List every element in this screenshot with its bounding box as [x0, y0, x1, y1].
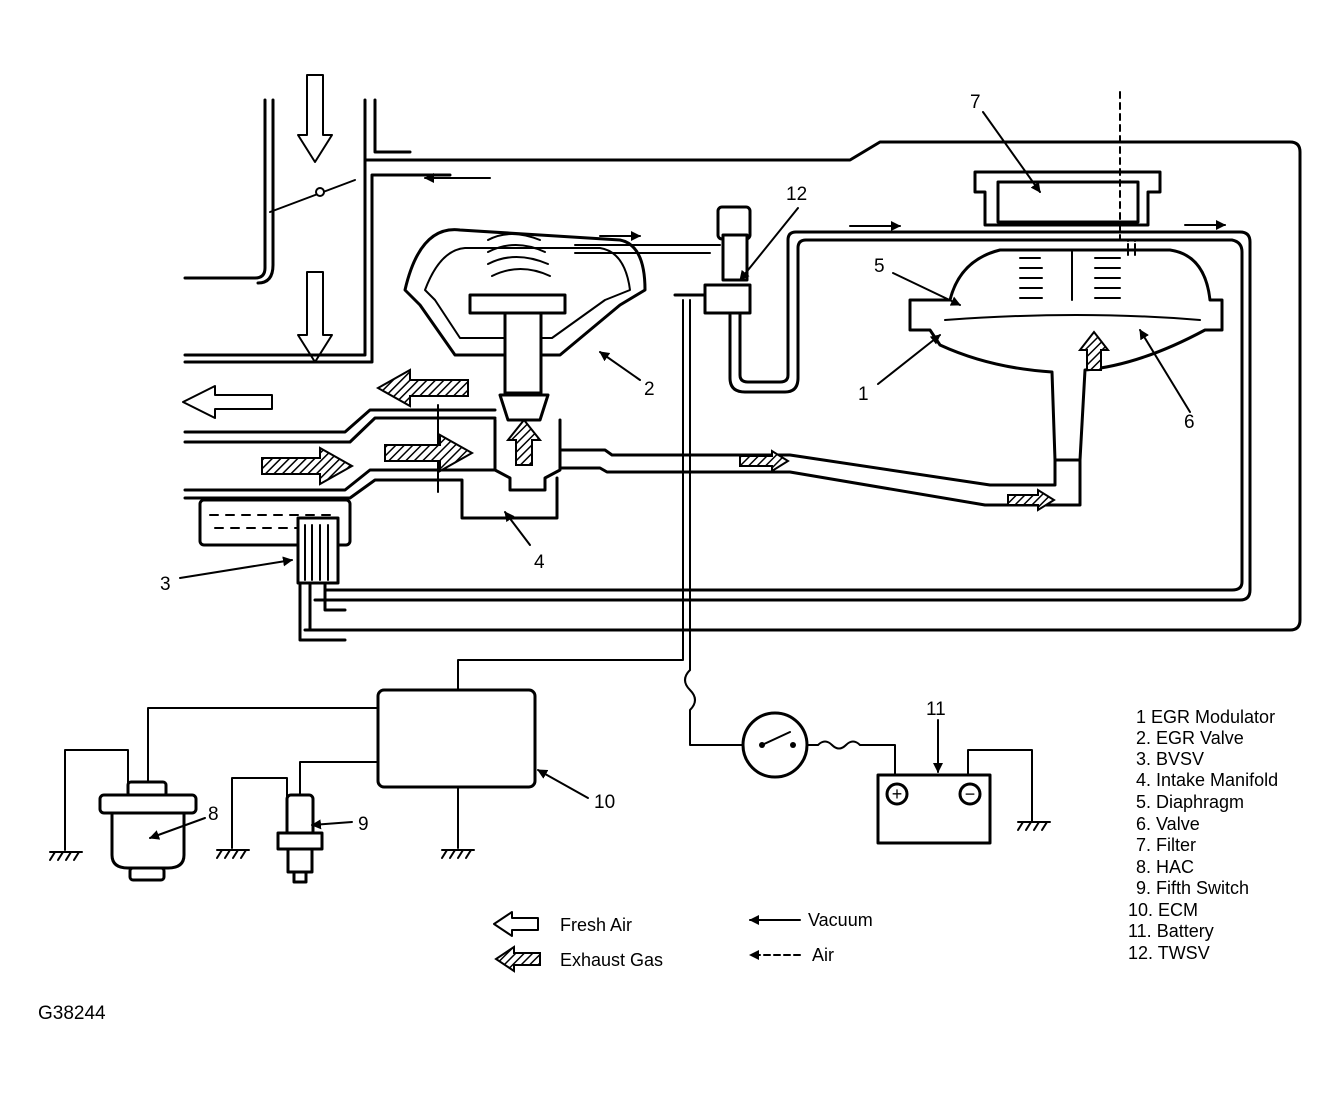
callout-2: 2: [644, 379, 655, 400]
fifth-switch: [276, 793, 324, 884]
egr-diaphragm-plate: [468, 293, 567, 315]
fresh-air-arrow-down-1: [297, 74, 333, 163]
air-intake-duct: [182, 74, 412, 419]
ecm-box: [376, 688, 537, 789]
legend-air: Air: [812, 945, 834, 965]
parts-list-item: 3. BVSV: [1136, 749, 1204, 769]
throttle-pivot: [315, 187, 325, 197]
bvsv: [296, 516, 347, 642]
callout-1: 1: [858, 384, 869, 405]
callout-leaders: [149, 111, 1191, 840]
callout-8: 8: [208, 804, 219, 825]
legend-exhaust-gas: Exhaust Gas: [560, 950, 663, 970]
filter-element: [996, 180, 1140, 224]
parts-list-item: 4. Intake Manifold: [1136, 770, 1278, 790]
egr-valve: [403, 228, 1082, 512]
callout-5: 5: [874, 256, 885, 277]
legend-vacuum: Vacuum: [808, 910, 873, 930]
exhaust-gas-arrow-1: [261, 446, 355, 486]
fresh-air-arrow-left: [182, 385, 273, 419]
callout-4: 4: [534, 552, 545, 573]
parts-list-item: 1 EGR Modulator: [1136, 707, 1275, 727]
callout-numbers: 1 2 3 4 5 6 7 8 9 10 11 12: [160, 92, 1195, 835]
parts-list-item: 6. Valve: [1136, 814, 1200, 834]
callout-10: 10: [594, 792, 615, 813]
exhaust-gas-arrow-2: [384, 433, 475, 473]
ignition-switch: [741, 711, 809, 779]
parts-list-item: 10. ECM: [1128, 900, 1198, 920]
callout-9: 9: [358, 814, 369, 835]
legend: Fresh Air Exhaust Gas Vacuum Air: [493, 910, 873, 973]
exhaust-gas-arrow-3: [375, 368, 469, 408]
fresh-air-arrow-down-2: [297, 271, 333, 363]
wiring: [49, 669, 1051, 861]
twsv: [673, 205, 752, 315]
egr-modulator: [908, 91, 1224, 462]
battery-negative-symbol: −: [965, 784, 976, 804]
parts-list-item: 2. EGR Valve: [1136, 728, 1244, 748]
parts-list-item: 9. Fifth Switch: [1136, 878, 1249, 898]
callout-3: 3: [160, 574, 171, 595]
vacuum-lines: [303, 140, 1302, 691]
callout-7: 7: [970, 92, 981, 113]
hac-sensor: [98, 780, 198, 882]
parts-list-item: 11. Battery: [1128, 921, 1214, 941]
fresh-air-legend-icon: [493, 911, 539, 937]
callout-12: 12: [786, 184, 807, 205]
parts-list: 1 EGR Modulator 2. EGR Valve 3. BVSV 4. …: [1128, 707, 1278, 963]
parts-list-item: 8. HAC: [1136, 857, 1194, 877]
parts-list-item: 7. Filter: [1136, 835, 1196, 855]
parts-list-item: 12. TWSV: [1128, 943, 1210, 963]
battery: + −: [876, 773, 992, 845]
callout-11: 11: [926, 699, 946, 720]
battery-positive-symbol: +: [892, 784, 903, 804]
legend-fresh-air: Fresh Air: [560, 915, 632, 935]
egr-valve-stem: [503, 311, 543, 395]
parts-list-item: 5. Diaphragm: [1136, 792, 1244, 812]
exhaust-gas-legend-icon: [494, 945, 541, 973]
figure-id: G38244: [38, 1003, 106, 1024]
callout-6: 6: [1184, 412, 1195, 433]
